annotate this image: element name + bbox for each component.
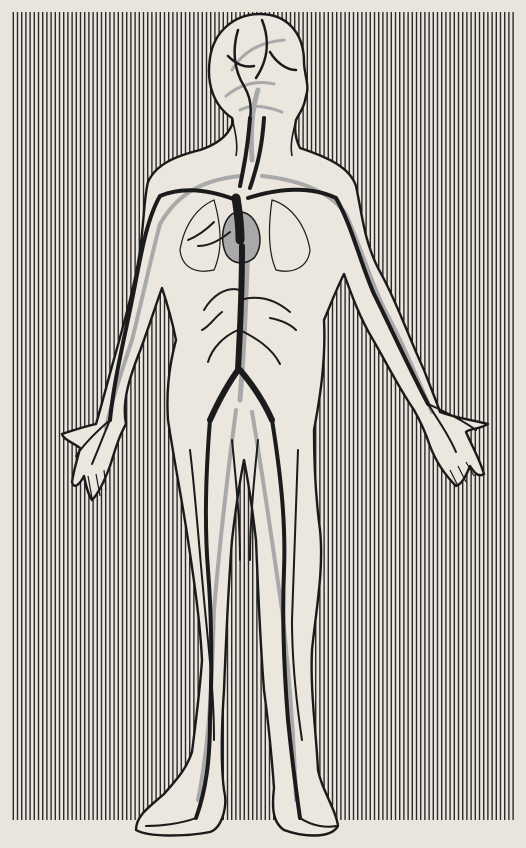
circulatory-system-illustration (0, 0, 526, 848)
illustration-canvas (0, 0, 526, 848)
